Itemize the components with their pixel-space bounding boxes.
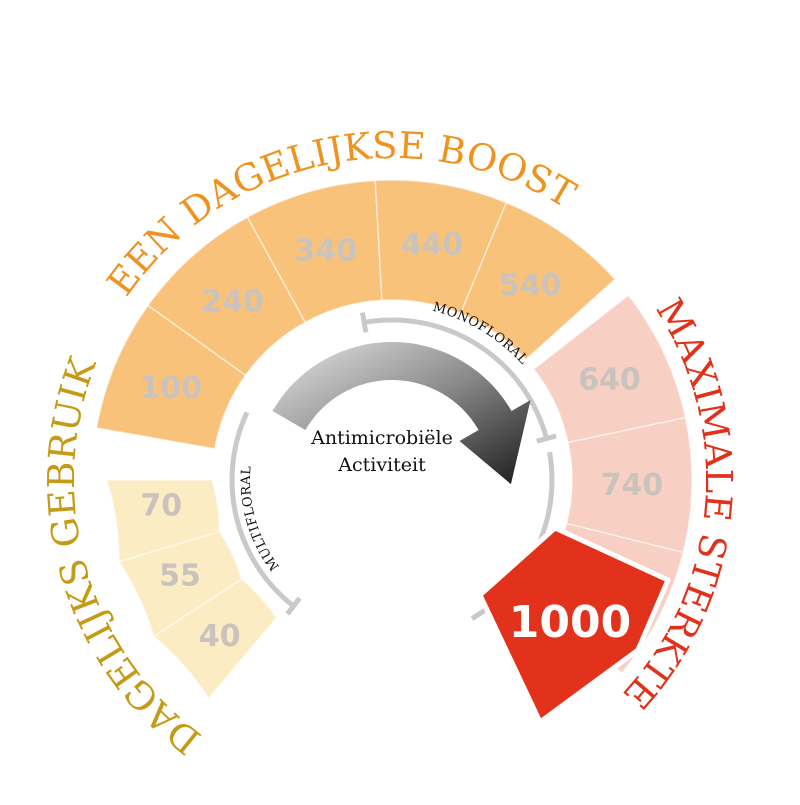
track-tick [285, 596, 302, 616]
highlight-value: 1000 [509, 597, 631, 648]
segment-label-55: 55 [159, 558, 201, 593]
center-label-line2: Activiteit [337, 454, 426, 476]
curved-arrow-icon [272, 342, 531, 485]
highlight-badge: 1000 [477, 525, 671, 725]
multifloral-label-text: MULTIFLORAL [239, 465, 282, 573]
segment-70 [152, 577, 278, 700]
segment-540 [459, 201, 617, 361]
segment-label-40: 40 [199, 619, 241, 654]
segment-label-740: 740 [601, 468, 664, 503]
center-label-line1: Antimicrobiële [310, 427, 453, 449]
monofloral-track [363, 317, 549, 440]
track-tick [360, 312, 369, 333]
segment-label-640: 640 [578, 363, 641, 398]
daily-use-band [105, 479, 278, 700]
track-tick [536, 433, 557, 444]
multifloral-track [229, 411, 296, 609]
daily-boost-band [95, 179, 617, 450]
segment-label-540: 540 [499, 268, 562, 303]
multifloral-label: MULTIFLORAL [239, 465, 283, 573]
segment-label-100: 100 [139, 371, 202, 406]
highlight-badge-shape [477, 525, 671, 725]
segment-label-240: 240 [201, 285, 264, 320]
segment-label-440: 440 [401, 227, 464, 262]
segment-label-340: 340 [295, 233, 358, 268]
segment-label-70: 70 [140, 488, 182, 523]
